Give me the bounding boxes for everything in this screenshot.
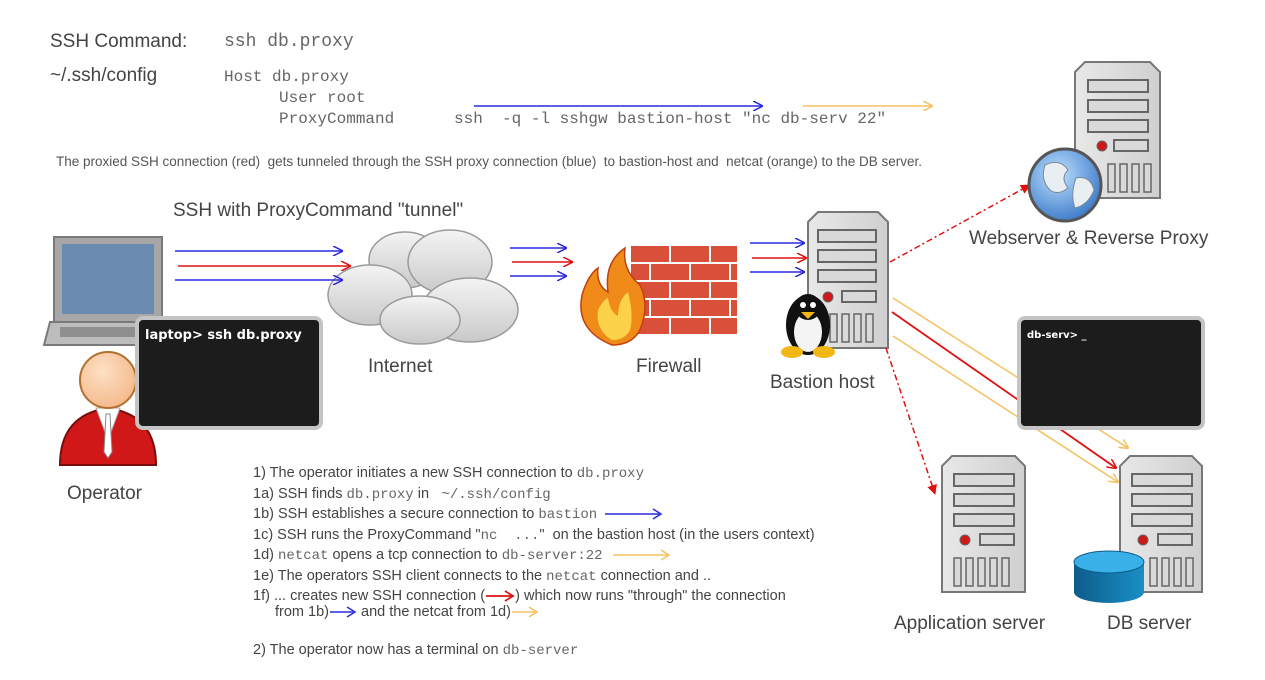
step-2: 2) The operator now has a terminal on db… [253, 642, 579, 659]
db-terminal-text: db-serv> _ [1027, 330, 1087, 341]
label-webserver: Webserver & Reverse Proxy [969, 228, 1209, 249]
label-operator: Operator [67, 483, 142, 504]
config-line-user: User root [279, 89, 366, 107]
step-1d-orange-arrow [612, 549, 670, 561]
label-db-server: DB server [1107, 613, 1192, 634]
step-1: 1) The operator initiates a new SSH conn… [253, 465, 644, 482]
label-internet: Internet [368, 356, 433, 377]
step-1f-red-arrow [486, 590, 515, 602]
config-line-proxycommand-value: ssh -q -l sshgw bastion-host "nc db-serv… [454, 110, 887, 128]
step-1f-continued: from 1b) and the netcat from 1d) [275, 602, 539, 623]
internet-cloud-icon [327, 229, 519, 345]
ssh-command-value: ssh db.proxy [224, 32, 354, 52]
config-line-host: Host db.proxy [224, 68, 349, 86]
db-terminal: db-serv> _ [1017, 316, 1205, 430]
linux-penguin-icon [781, 294, 835, 358]
arrow-dashed-appserver [885, 347, 937, 495]
config-line-proxycommand-key: ProxyCommand [279, 110, 395, 128]
label-firewall: Firewall [636, 356, 702, 377]
label-bastion: Bastion host [770, 372, 875, 393]
arrow-red-db [891, 311, 1116, 468]
label-application-server: Application server [894, 613, 1046, 634]
webserver-icon [1074, 61, 1161, 199]
step-1f-orange-arrow [511, 606, 539, 618]
arrow-orange-db-2 [892, 335, 1118, 482]
firewall-icon [580, 244, 739, 346]
step-1d: 1d) netcat opens a tcp connection to db-… [253, 545, 681, 567]
step-1b-blue-arrow [605, 508, 663, 520]
step-1b: 1b) SSH establishes a secure connection … [253, 504, 673, 526]
step-1e: 1e) The operators SSH client connects to… [253, 567, 712, 585]
laptop-terminal-text: laptop> ssh db.proxy [145, 328, 302, 343]
step-1f-blue-arrow [330, 606, 357, 618]
application-server-icon [941, 455, 1026, 593]
globe-icon [1027, 147, 1103, 223]
step-1f: 1f) ... creates new SSH connection () wh… [253, 588, 786, 604]
arrow-dashed-webserver [889, 184, 1031, 263]
step-1a: 1a) SSH finds db.proxy in ~/.ssh/config [253, 485, 551, 503]
ssh-command-label: SSH Command: [50, 31, 188, 52]
tunnel-title: SSH with ProxyCommand "tunnel" [173, 200, 464, 221]
step-1c: 1c) SSH runs the ProxyCommand "nc ..." o… [253, 526, 815, 544]
description-text: The proxied SSH connection (red) gets tu… [56, 154, 922, 169]
config-label: ~/.ssh/config [50, 65, 158, 86]
laptop-terminal: laptop> ssh db.proxy [135, 316, 323, 430]
database-icon [1073, 550, 1145, 603]
operator-person-icon [58, 351, 158, 466]
